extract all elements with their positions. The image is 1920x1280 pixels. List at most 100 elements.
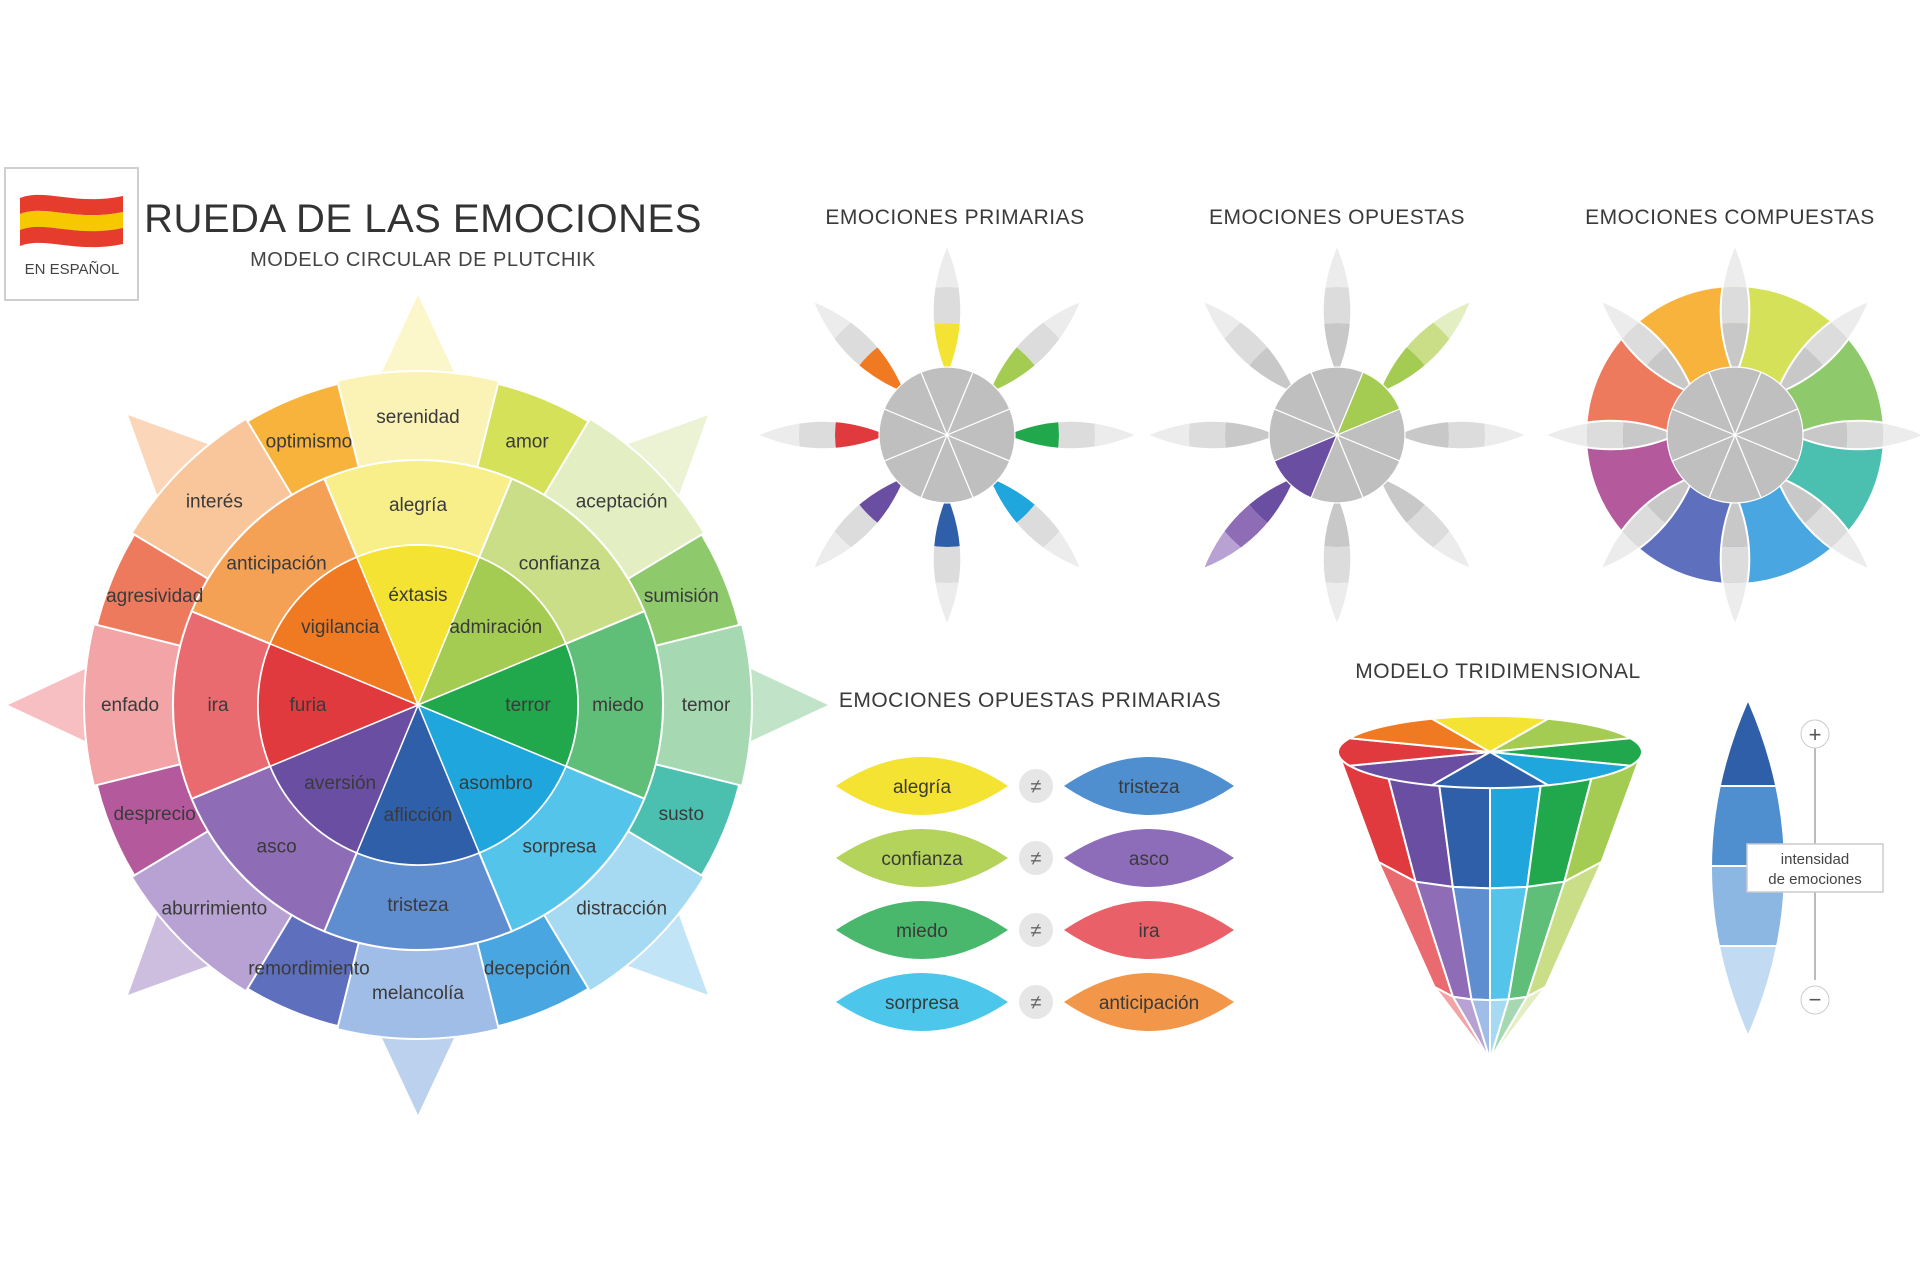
mini-petal-anger (834, 419, 892, 451)
plutchik-wheel: éxtasis alegría serenidad admiración confian… (8, 295, 828, 1115)
label-petal-anger: enfado (101, 695, 159, 716)
cone-top-wedge (1489, 717, 1634, 753)
label-core-sadness: aflicción (384, 805, 453, 826)
page-title: RUEDA DE LAS EMOCIONES (144, 197, 702, 241)
opposite-left-lens (836, 901, 1008, 959)
cone-top-wedge (1337, 737, 1491, 767)
opposite-right-lens (1064, 901, 1234, 959)
opposite-right-lens (1064, 973, 1234, 1031)
not-equal-icon (1019, 769, 1053, 803)
core-sector-anticipation (269, 556, 420, 707)
label-dyad: desprecio (113, 804, 195, 825)
intensity-band (1712, 702, 1784, 787)
cone-strip (1489, 986, 1547, 1061)
label-petal-disgust: aburrimiento (162, 899, 268, 920)
mini-petal-sadness (931, 490, 963, 547)
header: EN ESPAÑOL RUEDA DE LAS EMOCIONES MODELO… (4, 167, 702, 301)
not-equal-symbol: ≠ (1031, 776, 1042, 798)
opposite-left-label: alegría (893, 777, 952, 798)
compuestas-title: EMOCIONES COMPUESTAS (1585, 206, 1875, 229)
not-equal-icon (1019, 985, 1053, 1019)
label-dyad: agresividad (106, 586, 203, 607)
cone-top-wedge (1346, 751, 1491, 787)
label-ring-fear: miedo (592, 695, 644, 716)
label-ring-anticipation: anticipación (226, 554, 326, 575)
label-core-surprise: asombro (459, 773, 533, 794)
label-dyad: amor (505, 432, 549, 453)
opposites-title: EMOCIONES OPUESTAS PRIMARIAS (839, 689, 1221, 712)
mini-petal-joy (1321, 323, 1353, 380)
spain-flag-icon (20, 194, 123, 248)
core-sector-fear (416, 642, 579, 768)
opposite-right-lens (1064, 829, 1234, 887)
label-core-anticipation: vigilancia (301, 617, 380, 638)
tridimensional-title: MODELO TRIDIMENSIONAL (1355, 660, 1641, 683)
label-core-disgust: aversión (304, 773, 376, 794)
label-ring-surprise: sorpresa (522, 836, 596, 857)
mini-center-slice (1273, 371, 1339, 437)
mini-petal-sadness (1321, 490, 1353, 547)
cone-top-wedge (1428, 714, 1552, 754)
opposite-left-label: sorpresa (885, 993, 959, 1014)
cone-top-wedge (1346, 717, 1491, 753)
label-ring-trust: confianza (519, 554, 601, 575)
label-core-trust: admiración (449, 617, 542, 638)
mini-petal-anger (1622, 419, 1680, 451)
page-subtitle: MODELO CIRCULAR DE PLUTCHIK (250, 249, 596, 271)
mini-petal-joy (1719, 323, 1751, 380)
primarias-title: EMOCIONES PRIMARIAS (825, 206, 1084, 229)
label-ring-sadness: tristeza (387, 895, 449, 916)
plus-icon: + (1809, 722, 1822, 747)
opposite-left-lens (836, 829, 1008, 887)
core-sector-anger (257, 642, 420, 768)
opposite-right-label: ira (1138, 921, 1160, 942)
label-ring-joy: alegría (389, 495, 448, 516)
mini-petal-sadness (1719, 490, 1751, 548)
core-sector-joy (355, 544, 481, 707)
label-petal-sadness: melancolía (372, 983, 464, 1004)
label-petal-surprise: distracción (576, 899, 667, 920)
intensity-label-2: de emociones (1768, 871, 1861, 888)
label-petal-joy: serenidad (376, 407, 459, 428)
opposite-right-label: tristeza (1118, 777, 1180, 798)
mini-petal-fear (1002, 419, 1059, 451)
mini-petal-fear (1790, 419, 1847, 451)
mini-center-slice (1671, 371, 1737, 437)
opposite-left-lens (836, 757, 1008, 815)
opposite-right-label: anticipación (1099, 993, 1199, 1014)
not-equal-symbol: ≠ (1031, 992, 1042, 1014)
opposite-right-label: asco (1129, 849, 1169, 870)
intensity-label-1: intensidad (1781, 851, 1849, 868)
label-core-joy: éxtasis (388, 585, 447, 606)
opposite-emotions-wheel (1146, 245, 1527, 626)
not-equal-symbol: ≠ (1031, 920, 1042, 942)
opposite-left-label: miedo (896, 921, 948, 942)
label-core-anger: furia (290, 695, 327, 716)
cone-top-wedge (1489, 737, 1643, 767)
primary-emotions-wheel (756, 245, 1137, 626)
opposite-left-label: confianza (881, 849, 963, 870)
not-equal-symbol: ≠ (1031, 848, 1042, 870)
not-equal-icon (1019, 841, 1053, 875)
label-dyad: optimismo (266, 432, 353, 453)
minus-icon-bg (1800, 985, 1830, 1015)
label-petal-anticipation: interés (186, 491, 243, 512)
core-sector-trust (416, 556, 567, 707)
intensity-label-box (1746, 843, 1884, 893)
core-sector-surprise (416, 703, 567, 854)
label-dyad: remordimiento (248, 958, 369, 979)
mini-petal-fear (1392, 419, 1449, 451)
intensity-scale: intensidad de emociones + − (1712, 702, 1884, 1034)
cone-top-wedge (1428, 750, 1552, 790)
mini-petal-joy (931, 323, 963, 380)
opuestas-title: EMOCIONES OPUESTAS (1209, 206, 1465, 229)
minus-icon: − (1809, 987, 1822, 1012)
not-equal-icon (1019, 913, 1053, 947)
label-ring-anger: ira (207, 695, 229, 716)
label-dyad: sumisión (644, 586, 719, 607)
mini-center-slice (883, 371, 949, 437)
mini-petal-anger (1224, 419, 1282, 451)
intensity-band (1712, 945, 1784, 1034)
cone-top-wedge (1489, 751, 1634, 787)
